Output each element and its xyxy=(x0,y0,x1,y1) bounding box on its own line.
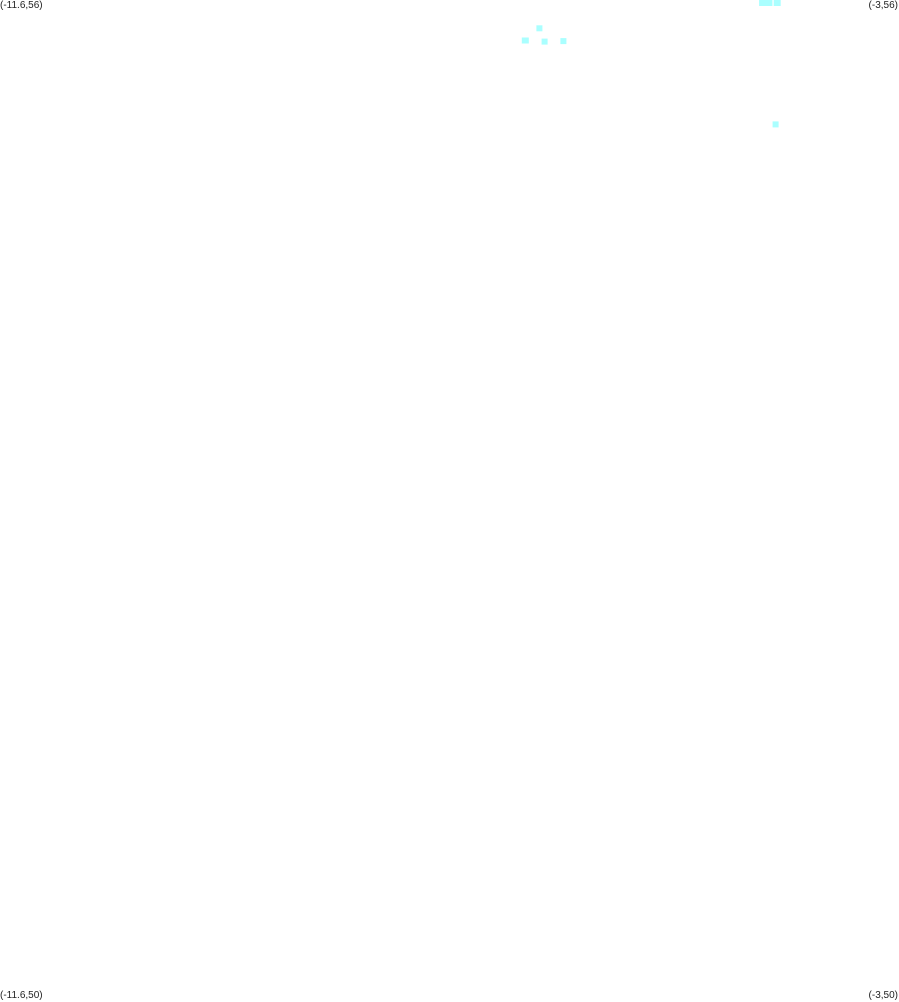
data-point xyxy=(766,0,773,6)
corner-label-top-right: (-3,56) xyxy=(868,0,898,11)
data-point xyxy=(772,121,779,128)
data-point xyxy=(773,0,780,6)
data-point xyxy=(761,0,768,6)
corner-label-bottom-right: (-3,50) xyxy=(868,990,898,1001)
data-point xyxy=(536,25,543,32)
corner-label-bottom-left: (-11.6,50) xyxy=(0,990,43,1001)
corner-label-top-left: (-11.6,56) xyxy=(0,0,43,11)
data-point xyxy=(541,38,548,45)
data-point xyxy=(560,38,567,45)
data-point xyxy=(521,37,528,44)
